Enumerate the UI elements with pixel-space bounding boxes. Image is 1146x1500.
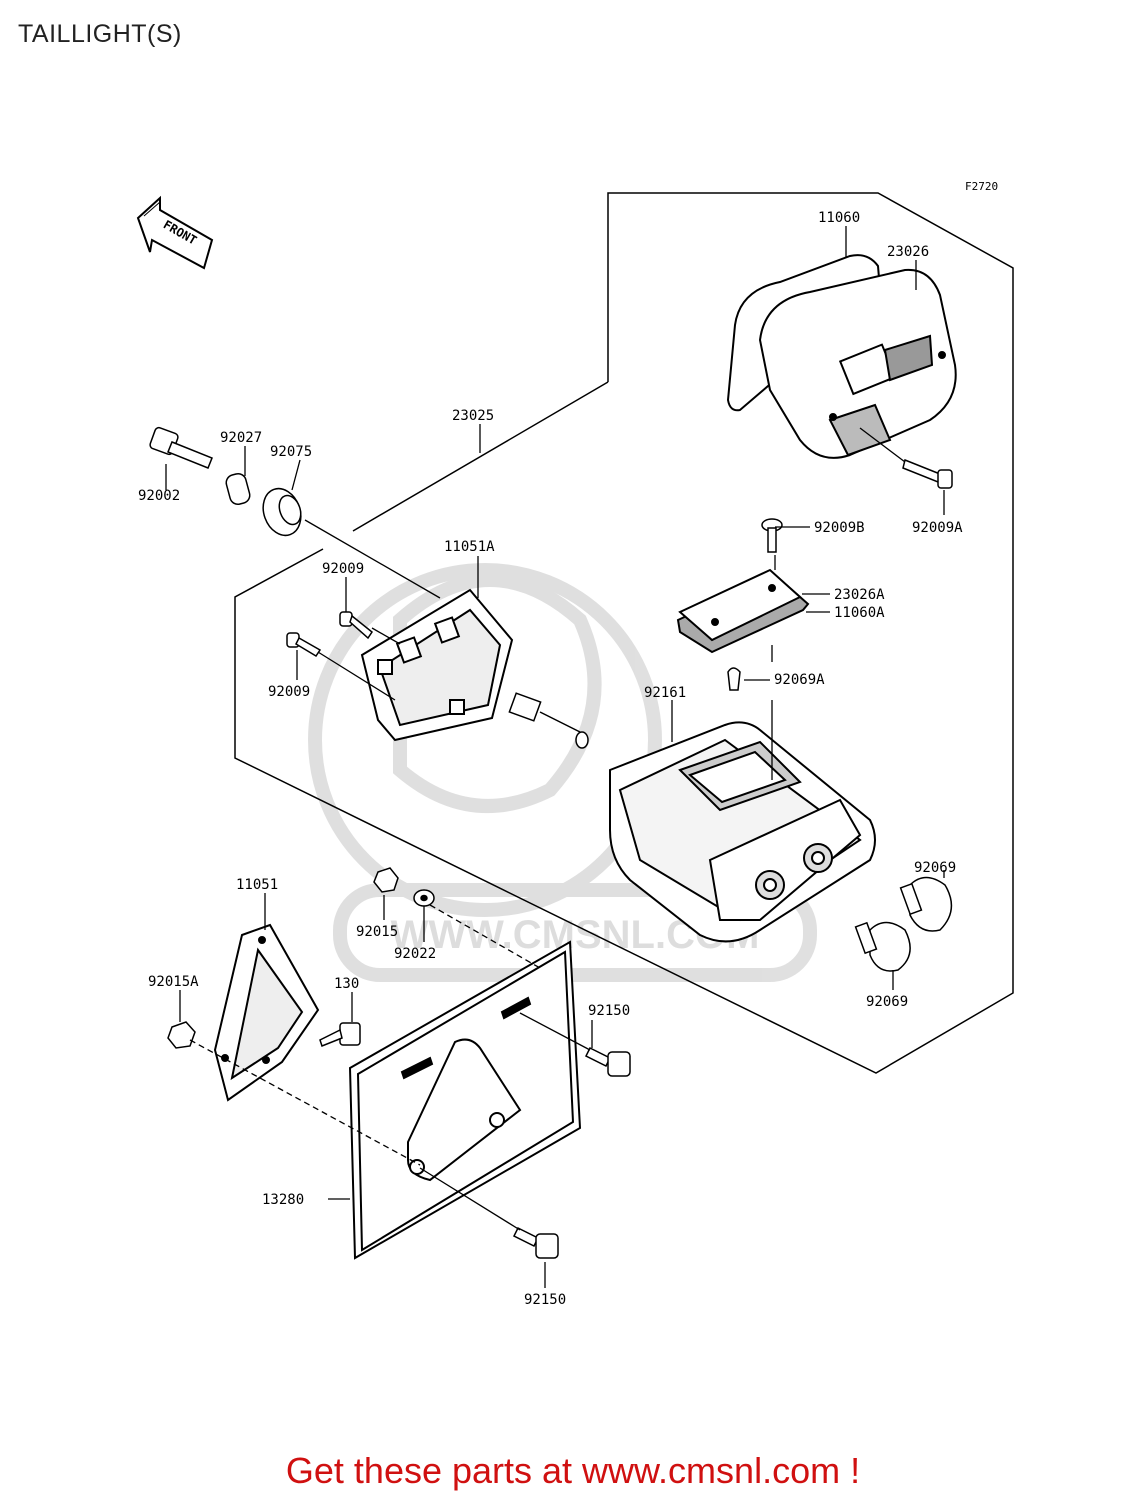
taillight-housing-92161 <box>609 721 876 943</box>
label-11060: 11060 <box>818 210 860 226</box>
label-92009-upper: 92009 <box>322 561 364 577</box>
label-92002: 92002 <box>138 488 180 504</box>
nut-92015a <box>167 1021 196 1049</box>
watermark-logo <box>308 563 817 982</box>
bracket-11051a <box>360 588 514 742</box>
label-92009-lower: 92009 <box>268 684 310 700</box>
leader-lines <box>165 226 945 1288</box>
grommet-92075 <box>262 487 302 537</box>
label-11060a: 11060A <box>834 605 885 621</box>
label-92075: 92075 <box>270 444 312 460</box>
label-92015: 92015 <box>356 924 398 940</box>
label-11051: 11051 <box>236 877 278 893</box>
license-plate-13280 <box>348 940 582 1260</box>
label-92150-upper: 92150 <box>588 1003 630 1019</box>
label-11051a: 11051A <box>444 539 495 555</box>
washer-92022 <box>413 889 435 907</box>
screw-92009a <box>902 458 953 489</box>
screw-92009b <box>761 518 783 553</box>
label-92069a: 92069A <box>774 672 825 688</box>
cta-link[interactable]: Get these parts at www.cmsnl.com ! <box>285 1450 861 1491</box>
bolt-92002 <box>149 426 213 469</box>
label-92161: 92161 <box>644 685 686 701</box>
label-92015a: 92015A <box>148 974 199 990</box>
label-23026: 23026 <box>887 244 929 260</box>
bulb-92069-lower <box>854 921 911 972</box>
label-13280: 13280 <box>262 1192 304 1208</box>
label-92009b: 92009B <box>814 520 865 536</box>
part-labels: 11060 23026 23025 92027 92075 92002 9200… <box>138 210 963 1308</box>
bolt-130 <box>319 1022 361 1047</box>
label-23025: 23025 <box>452 408 494 424</box>
bulb-92069a <box>727 667 741 691</box>
screw-92009-lower <box>286 632 322 658</box>
license-lens-23026a <box>676 568 810 654</box>
label-92069-upper: 92069 <box>914 860 956 876</box>
label-92022: 92022 <box>394 946 436 962</box>
label-23026a: 23026A <box>834 587 885 603</box>
label-130: 130 <box>334 976 359 992</box>
front-arrow-icon <box>136 195 214 270</box>
assembly-outline-23025 <box>234 192 1014 1074</box>
label-92027: 92027 <box>220 430 262 446</box>
figure-code: F2720 <box>965 180 998 193</box>
label-92069-lower: 92069 <box>866 994 908 1010</box>
nut-92015 <box>373 867 399 893</box>
bolt-92150-lower <box>512 1226 559 1259</box>
plate-bracket-11051 <box>213 923 320 1102</box>
taillight-lens-23026 <box>726 254 957 459</box>
page-title: TAILLIGHT(S) <box>18 20 182 48</box>
screw-92009-upper <box>339 611 374 640</box>
bulb-92069-upper <box>899 876 953 932</box>
collar-92027 <box>225 472 251 506</box>
label-92009a: 92009A <box>912 520 963 536</box>
wire-connector <box>508 692 589 749</box>
bolt-92150-upper <box>584 1046 631 1077</box>
label-92150-lower: 92150 <box>524 1292 566 1308</box>
